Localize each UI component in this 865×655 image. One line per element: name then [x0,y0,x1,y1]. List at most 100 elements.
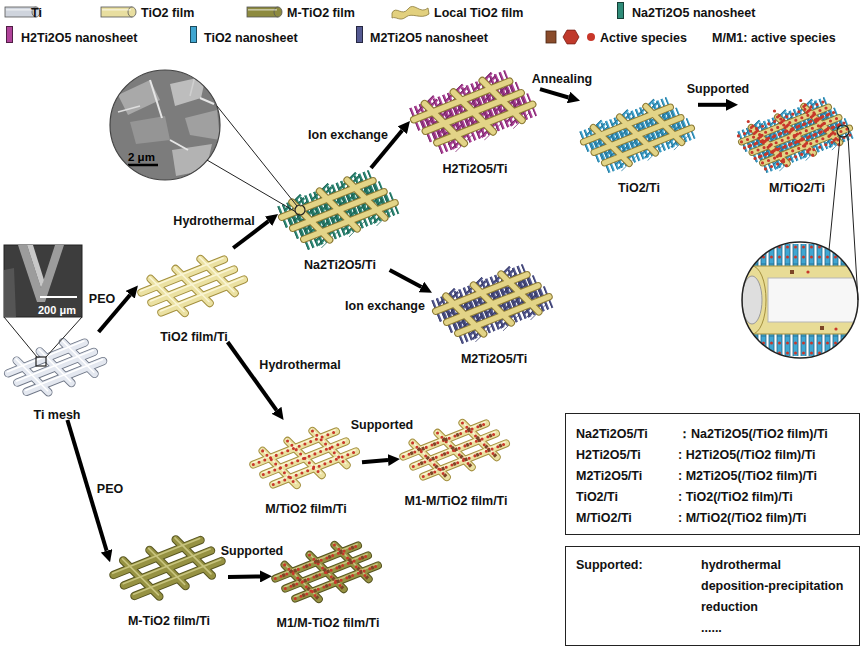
box-text: Na2Ti2O5/Ti [576,427,648,442]
edge-label: PEO [89,292,115,307]
edge-label-wrap: Annealing [532,69,592,87]
mesh-node: Na2Ti2O5/Ti [278,168,402,270]
mesh-label: M2Ti2O5/Ti [461,352,527,367]
mesh-node: Ti mesh [5,332,109,420]
mesh-label-wrap: M1-M/TiO2 film/Ti [404,491,507,509]
active-species-icons [546,30,595,44]
edge-label: Supported [351,418,414,433]
process-arrow [540,89,569,97]
legend-text: Na2Ti2O5 nanosheet [632,6,755,21]
box-text: H2Ti2O5/Ti [576,448,641,463]
edge-label: Supported [221,544,284,559]
mesh-label: M-TiO2 film/Ti [128,614,210,629]
legend-text-wrap: Local TiO2 film [434,3,523,21]
legend-text-wrap: TiO2 nanosheet [204,28,298,46]
box-text-wrap: hydrothermal [701,555,781,573]
mesh-node: M/TiO2 film/Ti [250,420,362,514]
sem-inset-nanosheets [110,70,305,215]
box-text: : M2Ti2O5(/TiO2 film)/Ti [678,469,817,484]
mesh-label-wrap: M/TiO2/Ti [769,178,825,196]
box-text-wrap: deposition-precipitation [701,576,843,594]
swatch-shape [247,7,278,17]
edge-label-wrap: Supported [687,79,750,97]
mesh-node: H2Ti2O5/Ti [410,68,540,174]
mesh-tio2-sheets [584,107,692,164]
box-text-wrap: : M2Ti2O5(/TiO2 film)/Ti [678,466,817,484]
legend-text-wrap: H2Ti2O5 nanosheet [21,28,137,46]
edge-label: Hydrothermal [259,358,340,373]
mesh-na2ti2o5 [282,180,395,240]
mesh-label-wrap: Ti mesh [33,405,80,423]
mesh-label-wrap: TiO2/Ti [618,178,660,196]
process-arrow [228,342,277,410]
edge-label-wrap: Hydrothermal [259,355,340,373]
mesh-node: M1/M-TiO2 film/Ti [272,534,384,628]
legend-swatch [246,5,284,19]
mesh-label-wrap: H2Ti2O5/Ti [443,159,508,177]
mesh-label-wrap: M1/M-TiO2 film/Ti [276,613,379,631]
mesh-m-tio2-sheets [739,101,853,170]
edge-label: PEO [97,482,123,497]
legend-swatch [100,5,138,19]
box-text: ：Na2Ti2O5(/TiO2 film)/Ti [678,427,828,442]
box-text-wrap: H2Ti2O5/Ti [576,445,641,463]
legend-text: TiO2 film [141,6,194,21]
box-text: reduction [701,600,758,615]
legend-swatch [356,26,363,43]
mesh-tio2-film [141,257,244,313]
mesh-label-wrap: TiO2 film/Ti [160,327,228,345]
mesh-node: M1-M/TiO2 film/Ti [400,412,512,506]
mesh-label: Na2Ti2O5/Ti [304,258,376,273]
mesh-node: M/TiO2/Ti [738,95,856,193]
info-box: Supported:hydrothermaldeposition-precipi… [565,546,860,646]
mesh-label-wrap: Na2Ti2O5/Ti [304,255,376,273]
box-text-wrap: Na2Ti2O5/Ti [576,424,648,442]
mesh-node: TiO2 film/Ti [138,248,250,342]
box-text: : TiO2(/TiO2 film)/Ti [678,490,793,505]
legend-text: H2Ti2O5 nanosheet [21,31,137,46]
mesh-label: M1-M/TiO2 film/Ti [404,494,507,509]
box-text-wrap: M/TiO2/Ti [576,508,632,526]
swatch-highlight [102,9,131,11]
process-arrow [390,270,422,287]
scale-bar-label: 2 μm [128,150,155,165]
box-text: ...... [701,621,722,636]
edge-label: Ion exchange [308,128,388,143]
mesh-label: Ti mesh [33,408,80,423]
scale-bar-label-wrap: 200 μm [38,300,76,318]
mesh-m2ti2o5 [436,274,549,334]
legend-text-wrap: Active species [600,28,687,46]
box-text: deposition-precipitation [701,579,843,594]
box-text-wrap: reduction [701,597,758,615]
box-text-wrap: TiO2/Ti [576,487,618,505]
legend-text: Ti [31,6,42,21]
info-box: Na2Ti2O5/Ti ：Na2Ti2O5(/TiO2 film)/TiH2Ti2… [565,413,860,535]
legend-swatch [6,26,13,43]
mesh-label-wrap: M-TiO2 film/Ti [128,611,210,629]
mesh-label: TiO2 film/Ti [160,330,228,345]
mesh-node: M2Ti2O5/Ti [432,262,556,364]
legend-text: M2Ti2O5 nanosheet [370,31,488,46]
swatch-shape [274,7,282,17]
edge-label-wrap: Supported [221,541,284,559]
legend-text: Active species [600,31,687,46]
legend-swatch [190,26,197,43]
edge-label-wrap: PEO [89,289,115,307]
legend-swatch [390,3,432,21]
mesh-label: M1/M-TiO2 film/Ti [276,616,379,631]
box-text-wrap: : H2Ti2O5(/TiO2 film)/Ti [678,445,816,463]
scale-bar-label-wrap: 2 μm [128,147,155,165]
legend-note: M/M1: active species [712,31,836,46]
edge-label: Annealing [532,72,592,87]
box-text: M2Ti2O5/Ti [576,469,642,484]
edge-label: Hydrothermal [173,214,254,229]
mesh-m-tio2-film [253,429,356,485]
box-text-wrap: ...... [701,618,722,636]
box-text-wrap: : TiO2(/TiO2 film)/Ti [678,487,793,505]
legend-text: M-TiO2 film [287,6,355,21]
mesh-label: TiO2/Ti [618,181,660,196]
mesh-node: M-TiO2 film/Ti [110,528,228,626]
edge-label-wrap: PEO [97,479,123,497]
mesh-m1-m-tio2-film [403,421,506,477]
